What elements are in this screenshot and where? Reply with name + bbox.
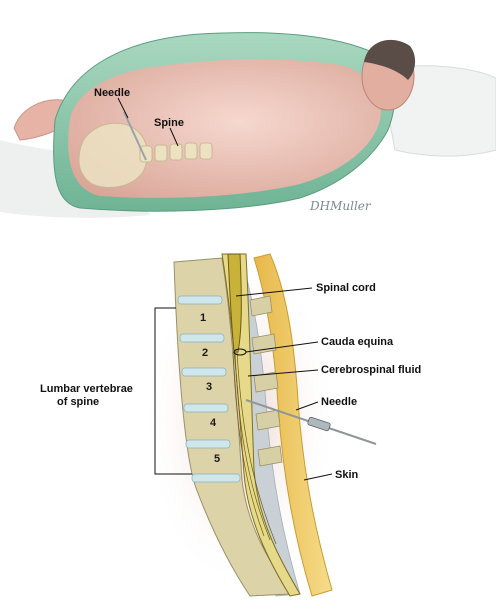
patient-illustration: Needle Spine DHMuller — [0, 32, 496, 218]
spine-cross-section: 1 2 3 4 5 Spinal cord Cauda equina Cereb… — [40, 250, 421, 597]
pelvis-bone — [78, 122, 148, 188]
csf-label: Cerebrospinal fluid — [321, 364, 421, 376]
skin-label: Skin — [335, 469, 359, 481]
vertebra-number: 2 — [202, 347, 208, 359]
spine-segments — [139, 142, 213, 163]
spinal-cord-leader — [235, 287, 313, 297]
patient-hair — [364, 39, 416, 80]
cauda-equina-label: Cauda equina — [321, 336, 394, 348]
vertebra-number: 4 — [210, 417, 217, 429]
lumbar-vertebrae-label-line2: of spine — [57, 396, 99, 408]
cauda-equina — [232, 351, 277, 545]
cauda-equina-leader — [245, 341, 319, 353]
lumbar-bracket — [154, 307, 192, 475]
needle-top — [123, 111, 147, 161]
spinal-cord — [227, 253, 242, 353]
vertebra-number: 1 — [200, 312, 206, 324]
vertebral-column — [173, 257, 291, 597]
spine-label: Spine — [154, 117, 184, 129]
needle-leader-bottom — [295, 401, 319, 411]
needle-hub — [307, 416, 331, 432]
needle-label-top: Needle — [94, 87, 130, 99]
lumbar-vertebrae-label: Lumbar vertebrae — [40, 383, 133, 395]
intervertebral-discs — [177, 295, 241, 483]
artist-signature: DHMuller — [309, 199, 372, 213]
spine-leader-line — [169, 127, 179, 147]
csf-leader — [247, 369, 319, 377]
spinal-cord-label: Spinal cord — [316, 282, 376, 294]
needle-label-bottom: Needle — [321, 396, 357, 408]
needle-leader-line — [117, 97, 129, 119]
skin-leader — [303, 473, 333, 481]
vertebra-number: 3 — [206, 381, 212, 393]
vertebra-number: 5 — [214, 453, 220, 465]
